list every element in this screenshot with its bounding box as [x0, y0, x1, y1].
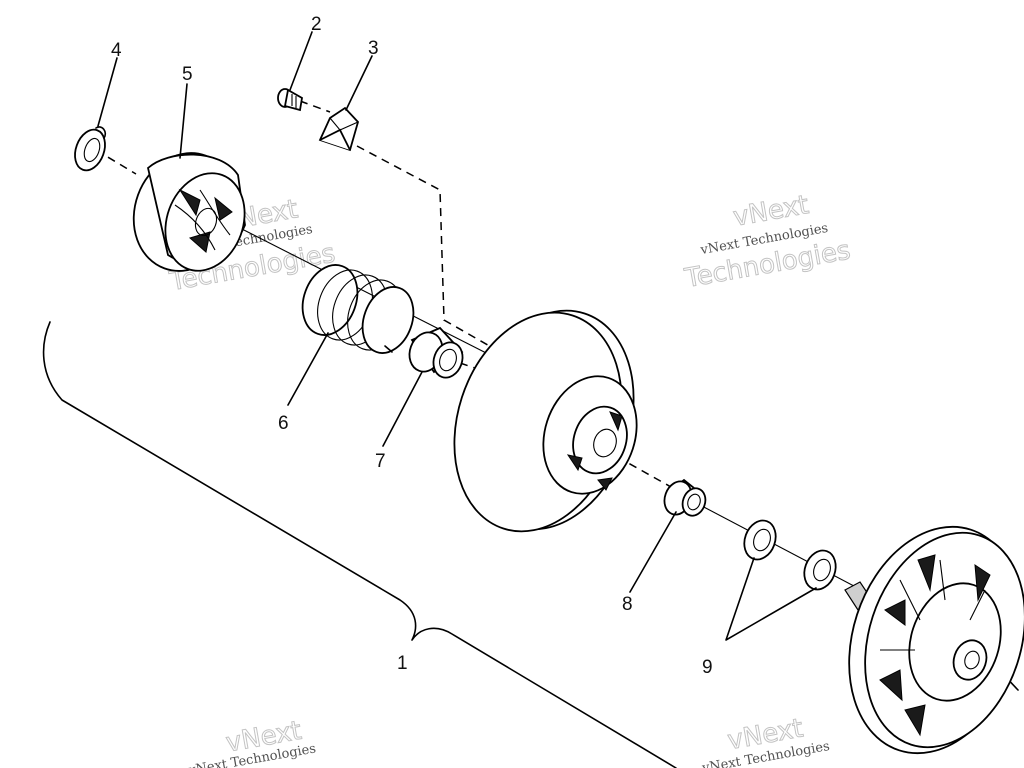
callout-3: 3 — [368, 38, 379, 59]
washer-9a — [743, 519, 777, 561]
callout-8: 8 — [622, 594, 633, 615]
leader-2 — [289, 31, 313, 91]
axis-dash-2 — [459, 362, 506, 379]
assembly-bracket — [42, 321, 677, 768]
callout-5: 5 — [182, 64, 193, 85]
leader-3 — [345, 55, 373, 111]
leader-4 — [97, 57, 118, 127]
leader-7 — [382, 371, 423, 447]
bushing-7 — [408, 326, 464, 379]
leader-6 — [287, 332, 329, 406]
callout-2: 2 — [311, 14, 322, 35]
bushing-8 — [663, 478, 707, 517]
leader-8 — [629, 511, 677, 593]
moveable-sheave — [844, 525, 1024, 755]
spring — [301, 264, 415, 354]
callout-4: 4 — [111, 40, 122, 61]
callout-9: 9 — [702, 657, 713, 678]
spider-cam — [132, 152, 246, 272]
callout-6: 6 — [278, 413, 289, 434]
screw-guide — [299, 100, 331, 113]
stationary-sheave — [453, 309, 638, 533]
leader-5 — [179, 83, 188, 159]
washer-9b — [803, 549, 837, 591]
retaining-ring — [74, 126, 107, 172]
cam-block — [318, 106, 360, 152]
watermark-bottom-left: vNext vNext Technologies — [186, 715, 317, 768]
watermark-bottom-right: vNext vNext Technologies — [700, 713, 831, 768]
callout-1: 1 — [397, 653, 408, 674]
leader-9 — [725, 557, 817, 641]
screw — [277, 88, 303, 112]
cam-guide-path — [356, 145, 501, 353]
watermark-right: vNext vNext Technologies Technologies — [681, 190, 853, 295]
callout-7: 7 — [375, 451, 386, 472]
